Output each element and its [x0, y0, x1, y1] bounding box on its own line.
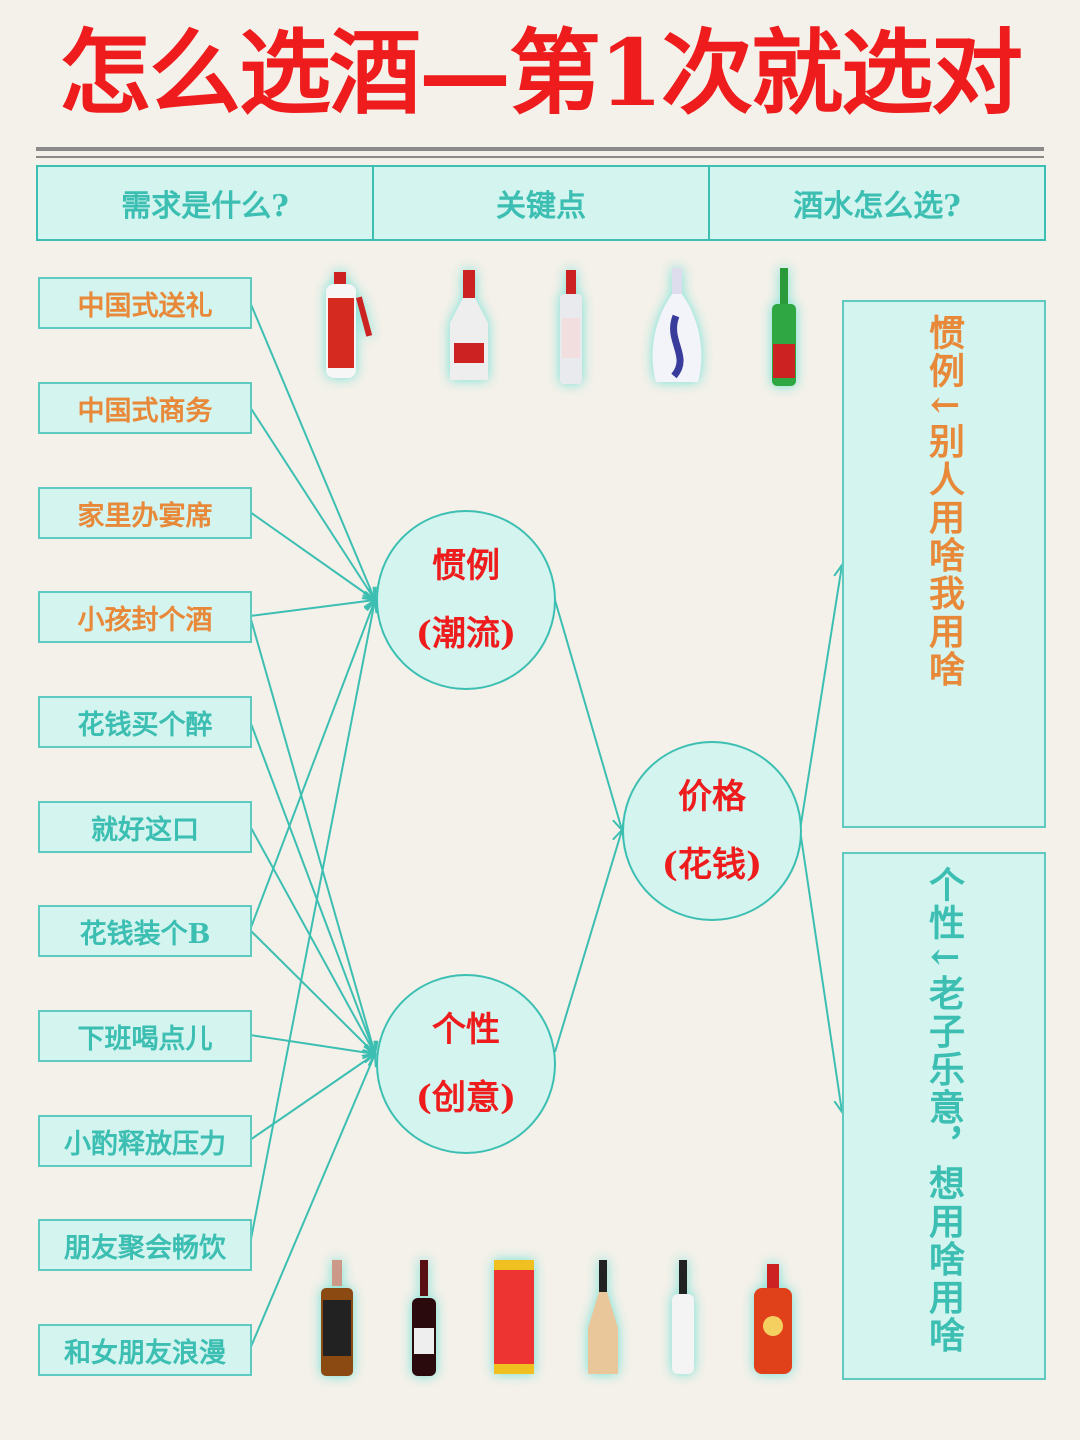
connector-to-custom [249, 511, 375, 600]
key-price-label: 价格 [678, 777, 746, 817]
connector-personal-to-price [554, 830, 622, 1053]
column-header: 需求是什么? 关键点 酒水怎么选? [36, 165, 1046, 241]
need-banquet: 家里办宴席 [38, 487, 252, 539]
key-personal-label: 个性 [432, 1010, 500, 1050]
bottle-brandy-image [754, 1264, 792, 1374]
bottle-rice-wine-image [672, 1260, 694, 1374]
bottle-fenjiu-image [652, 268, 702, 382]
connector-to-personal [249, 1054, 375, 1350]
bottle-guojiao-image [560, 270, 582, 384]
header-needs: 需求是什么? [38, 167, 374, 239]
connector-price-to-custom-choice [799, 565, 842, 831]
header-choice: 酒水怎么选? [793, 189, 961, 224]
bottle-moutai-image [326, 272, 373, 378]
divider [36, 147, 1044, 151]
page-title: 怎么选酒—第1次就选对 [58, 19, 1023, 127]
connector-to-personal [249, 1034, 375, 1054]
divider [36, 156, 1044, 158]
bottle-gift-can-image [494, 1260, 534, 1374]
header-key-points: 关键点 [374, 167, 710, 239]
bottle-red-wine-image [412, 1260, 436, 1376]
connector-to-custom [249, 600, 375, 617]
choice-personal: 个性↓老子乐意，想用啥用啥 [842, 852, 1046, 1380]
need-gift: 中国式送礼 [38, 277, 252, 329]
bottle-liqueur-image [588, 1260, 618, 1374]
need-after-work: 下班喝点儿 [38, 1010, 252, 1062]
key-personal: 个性 (创意) [376, 974, 556, 1154]
connector-price-to-personal-choice [799, 829, 842, 1112]
need-show-off: 花钱装个B [38, 905, 252, 957]
need-romance: 和女朋友浪漫 [38, 1324, 252, 1376]
choice-personal-text: 个性↓老子乐意，想用啥用啥 [923, 866, 965, 1355]
choice-custom: 惯例↓别人用啥我用啥 [842, 300, 1046, 828]
connector-to-personal [249, 825, 375, 1054]
need-get-drunk: 花钱买个醉 [38, 696, 252, 748]
bottle-whisky-image [321, 1260, 353, 1376]
key-personal-sub: (创意) [415, 1078, 517, 1118]
need-party: 朋友聚会畅饮 [38, 1219, 252, 1271]
connector-to-custom [249, 600, 375, 931]
choice-custom-text: 惯例↓别人用啥我用啥 [923, 314, 965, 689]
need-relax: 小酌释放压力 [38, 1115, 252, 1167]
connector-to-custom [249, 600, 375, 1245]
key-custom-label: 惯例 [432, 546, 500, 586]
connector-custom-to-price [554, 599, 622, 830]
need-business: 中国式商务 [38, 382, 252, 434]
bottle-xifeng-image [772, 268, 796, 386]
connector-to-personal [249, 1054, 375, 1141]
connector-to-custom [249, 406, 375, 600]
key-custom-sub: (潮流) [415, 614, 517, 654]
key-price-sub: (花钱) [661, 845, 763, 885]
connector-to-personal [249, 720, 375, 1054]
connector-to-custom [249, 301, 375, 600]
key-custom: 惯例 (潮流) [376, 510, 556, 690]
connector-to-personal [249, 929, 375, 1054]
need-like-taste: 就好这口 [38, 801, 252, 853]
bottle-wuliangye-image [450, 270, 488, 380]
key-price: 价格 (花钱) [622, 741, 802, 921]
need-child-wine: 小孩封个酒 [38, 591, 252, 643]
connector-to-personal [249, 615, 375, 1054]
